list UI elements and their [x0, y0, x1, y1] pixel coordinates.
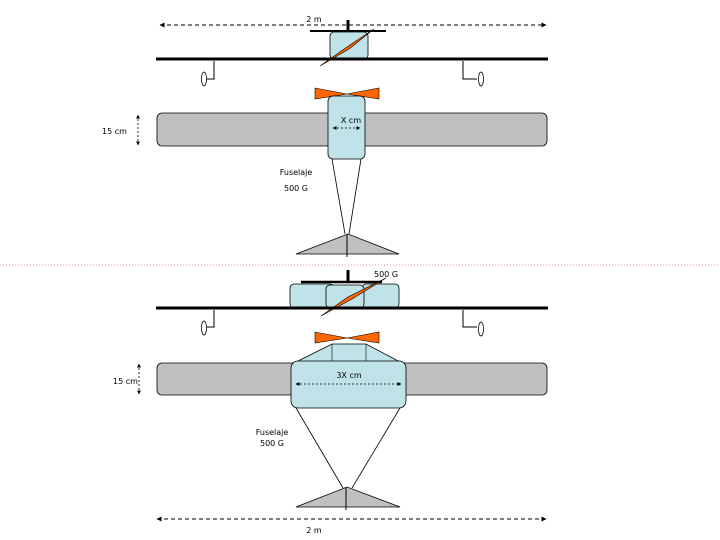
top-tail-boom-left — [331, 158, 346, 235]
top-left-gear — [207, 61, 215, 80]
bottom-tail-boom-right — [351, 407, 401, 489]
bottom-airplane: 500 G 3X cm 15 cm Fuselaje 500 G — [113, 270, 548, 535]
top-right-wheel-icon — [478, 71, 484, 87]
top-chord-label: 15 cm — [102, 127, 127, 136]
bottom-fuselage-label: Fuselaje — [256, 428, 289, 437]
top-fuselage-mass: 500 G — [284, 184, 308, 193]
top-width-label: X cm — [341, 116, 361, 125]
top-right-gear — [462, 61, 477, 80]
top-left-wheel-icon — [201, 71, 207, 87]
bottom-span-label: 2 m — [306, 526, 322, 535]
top-tail-boom-right — [348, 158, 362, 235]
top-fuselage — [327, 95, 366, 160]
top-airplane: 2 m X cm 15 cm Fuselaje 500 G — [102, 15, 548, 257]
bottom-fuselage — [290, 360, 407, 409]
bottom-fuselage-mass: 500 G — [260, 439, 284, 448]
bottom-left-gear — [207, 310, 215, 328]
bottom-front-propeller-icon — [314, 331, 380, 344]
bottom-chord-label: 15 cm — [113, 377, 138, 386]
top-propeller-icon — [319, 28, 375, 67]
bottom-engine-center — [325, 284, 365, 309]
bottom-engine-mass: 500 G — [374, 270, 398, 279]
bottom-right-wheel-icon — [478, 321, 484, 337]
bottom-width-label: 3X cm — [336, 371, 362, 380]
top-fuselage-label: Fuselaje — [280, 168, 313, 177]
bottom-left-wheel-icon — [201, 320, 207, 336]
top-span-label: 2 m — [306, 15, 322, 24]
bottom-right-gear — [462, 310, 477, 328]
bottom-tail — [295, 486, 401, 508]
bottom-tail-boom-left — [295, 407, 344, 489]
